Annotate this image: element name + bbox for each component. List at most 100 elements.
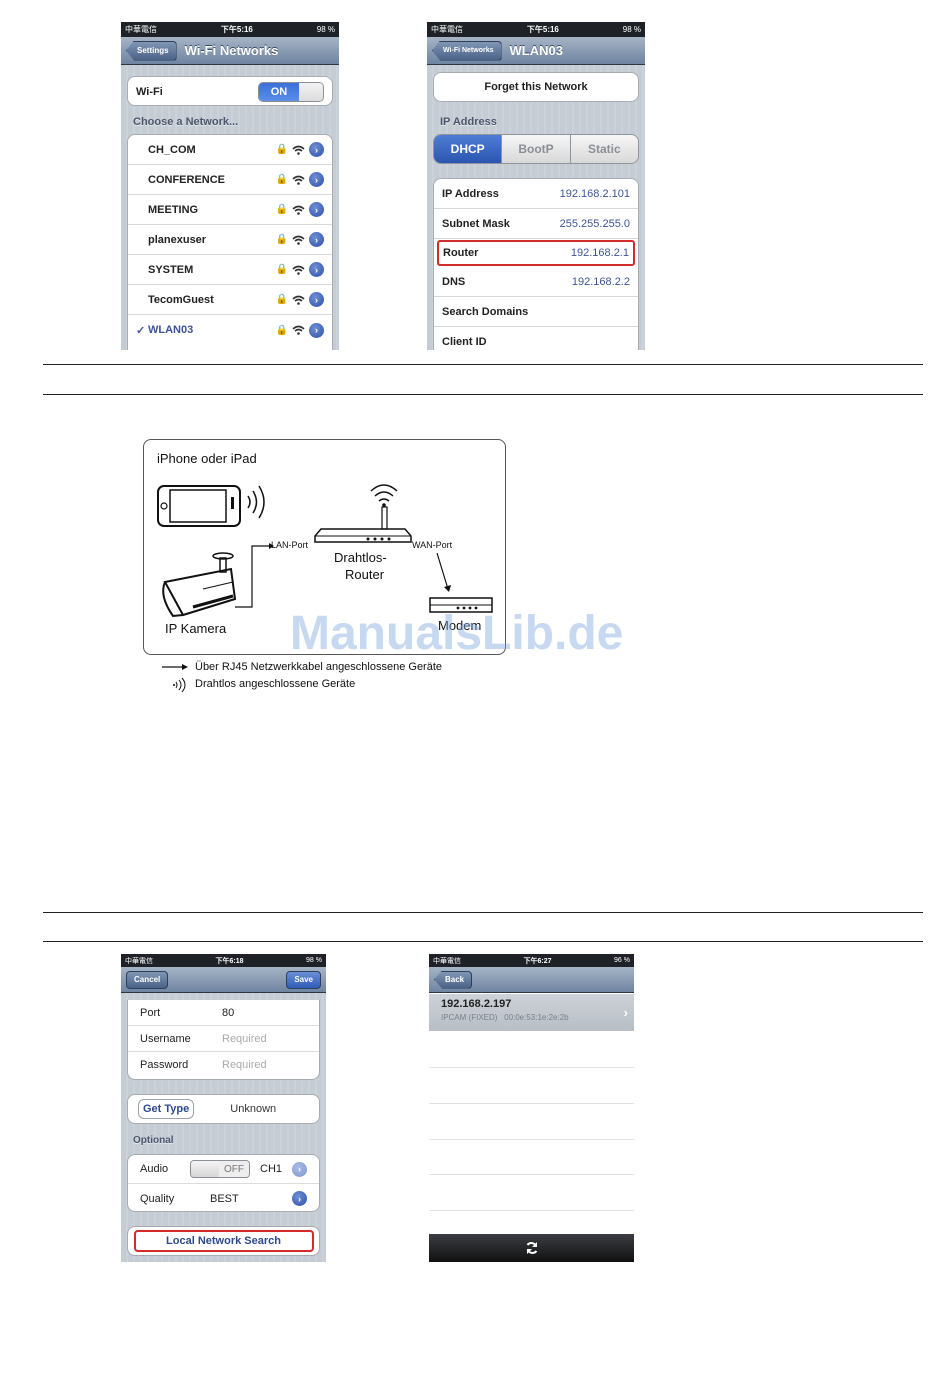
network-name: CONFERENCE xyxy=(148,173,226,186)
back-button[interactable]: Back xyxy=(434,970,473,989)
router-icon xyxy=(314,484,412,543)
nav-bar: Wi-Fi Networks WLAN03 xyxy=(427,37,645,65)
wifi-signal-icon xyxy=(292,205,305,215)
field-label: Username xyxy=(140,1032,191,1045)
diagram-drawing xyxy=(157,484,493,618)
lan-port-label: LAN-Port xyxy=(271,540,309,550)
field-search-domains[interactable]: Search Domains xyxy=(434,297,638,327)
type-value: Unknown xyxy=(230,1103,277,1115)
router-label-line2: Router xyxy=(345,567,385,582)
wifi-signal-icon xyxy=(292,325,305,335)
wlan03-screen: 中華電信 下午5:16 98 % Wi-Fi Networks WLAN03 F… xyxy=(427,22,645,350)
result-detail: IPCAM (FIXED) 00:0e:53:1e:2e:2b xyxy=(441,1013,569,1022)
wifi-label: Wi-Fi xyxy=(136,86,163,98)
empty-row-divider xyxy=(429,1174,634,1175)
wifi-signal-icon xyxy=(292,145,305,155)
network-row-meeting[interactable]: MEETING🔒› xyxy=(128,195,332,225)
cancel-button[interactable]: Cancel xyxy=(126,970,169,989)
status-bar: 中華電信 下午5:16 98 % xyxy=(121,22,339,37)
detail-disclosure-icon[interactable]: › xyxy=(309,142,324,157)
detail-disclosure-icon[interactable]: › xyxy=(309,172,324,187)
field-label: Search Domains xyxy=(442,305,529,318)
field-client-id[interactable]: Client ID xyxy=(434,327,638,350)
lock-icon: 🔒 xyxy=(275,264,288,275)
modem-icon xyxy=(429,597,493,613)
wan-port-label: WAN-Port xyxy=(412,540,453,550)
camera-label: IP Kamera xyxy=(165,621,227,636)
ip-camera-icon xyxy=(162,552,237,618)
wifi-networks-back-button[interactable]: Wi-Fi Networks xyxy=(432,40,502,61)
field-label: Subnet Mask xyxy=(442,217,510,230)
network-row-system[interactable]: SYSTEM 🔒 › xyxy=(128,255,332,285)
wifi-signal-icon xyxy=(292,265,305,275)
audio-label: Audio xyxy=(140,1163,169,1175)
legend-wired: Über RJ45 Netzwerkkabel angeschlossene G… xyxy=(195,661,443,673)
divider xyxy=(43,941,923,942)
divider xyxy=(43,912,923,913)
chevron-right-icon[interactable]: › xyxy=(292,1191,307,1206)
bottom-toolbar xyxy=(429,1234,634,1262)
network-row-wlan03[interactable]: ✓WLAN03🔒› xyxy=(128,315,332,345)
network-name: MEETING xyxy=(148,203,199,216)
segment-bootp[interactable]: BootP xyxy=(502,135,571,163)
iphone-icon xyxy=(157,485,265,527)
router-label-line1: Drahtlos- xyxy=(334,550,387,565)
detail-disclosure-icon[interactable]: › xyxy=(309,322,324,338)
network-row-conference[interactable]: CONFERENCE🔒› xyxy=(128,165,332,195)
segment-static[interactable]: Static xyxy=(570,135,638,163)
optional-label: Optional xyxy=(133,1135,174,1146)
field-value: Required xyxy=(222,1032,267,1045)
network-row-ch_com[interactable]: CH_COM🔒› xyxy=(128,135,332,165)
wifi-signal-icon xyxy=(292,235,305,245)
network-name: SYSTEM xyxy=(148,263,194,276)
choose-network-label: Choose a Network... xyxy=(133,116,239,128)
detail-disclosure-icon[interactable]: › xyxy=(309,292,324,307)
optional-group: Audio OFF CH1 › Quality BEST › xyxy=(127,1154,320,1212)
carrier-label: 中華電信 xyxy=(433,957,461,965)
local-network-search-button[interactable]: Local Network Search xyxy=(133,1230,314,1252)
carrier-label: 中華電信 xyxy=(431,25,463,34)
wifi-signal-icon xyxy=(292,295,305,305)
chevron-right-icon[interactable]: › xyxy=(292,1161,307,1177)
divider xyxy=(43,364,923,365)
get-type-button[interactable]: Get Type xyxy=(138,1099,195,1119)
status-bar: 中華電信 下午6:18 98 % xyxy=(121,954,326,967)
time-label: 下午5:16 xyxy=(526,25,559,34)
legend-wired-arrow-icon xyxy=(162,664,188,670)
empty-row-divider xyxy=(429,1067,634,1068)
modem-label: Modem xyxy=(438,618,482,633)
field-username[interactable]: Username Required xyxy=(128,1026,319,1052)
network-diagram xyxy=(143,439,506,655)
search-result-row[interactable]: 192.168.2.197 IPCAM (FIXED) 00:0e:53:1e:… xyxy=(429,994,634,1031)
lock-icon: 🔒 xyxy=(275,294,288,305)
detail-disclosure-icon[interactable]: › xyxy=(309,202,324,217)
network-list: CH_COM🔒›CONFERENCE🔒›MEETING🔒›planexuser🔒… xyxy=(127,134,333,350)
field-value: Required xyxy=(222,1059,267,1071)
local-search-screen: 中華電信 下午6:27 96 % Back 192.168.2.197 IPCA… xyxy=(429,954,634,1262)
lock-icon: 🔒 xyxy=(275,234,288,245)
wifi-toggle[interactable]: ON xyxy=(258,82,324,102)
nav-bar: Settings Wi-Fi Networks xyxy=(121,37,339,65)
carrier-label: 中華電信 xyxy=(125,957,153,965)
save-button[interactable]: Save xyxy=(286,970,321,989)
network-name: CH_COM xyxy=(148,143,196,156)
quality-value: BEST xyxy=(210,1192,239,1205)
network-row-tecomguest[interactable]: TecomGuest🔒› xyxy=(128,285,332,315)
network-row-planexuser[interactable]: planexuser🔒› xyxy=(128,225,332,255)
detail-disclosure-icon[interactable]: › xyxy=(309,232,324,247)
settings-back-button[interactable]: Settings xyxy=(126,40,177,61)
field-label: Router xyxy=(443,247,479,259)
forget-network-button[interactable]: Forget this Network xyxy=(433,72,639,102)
detail-disclosure-icon[interactable]: › xyxy=(309,262,324,277)
segment-dhcp[interactable]: DHCP xyxy=(434,135,503,163)
refresh-icon[interactable] xyxy=(525,1241,539,1255)
audio-toggle[interactable]: OFF xyxy=(190,1160,250,1178)
